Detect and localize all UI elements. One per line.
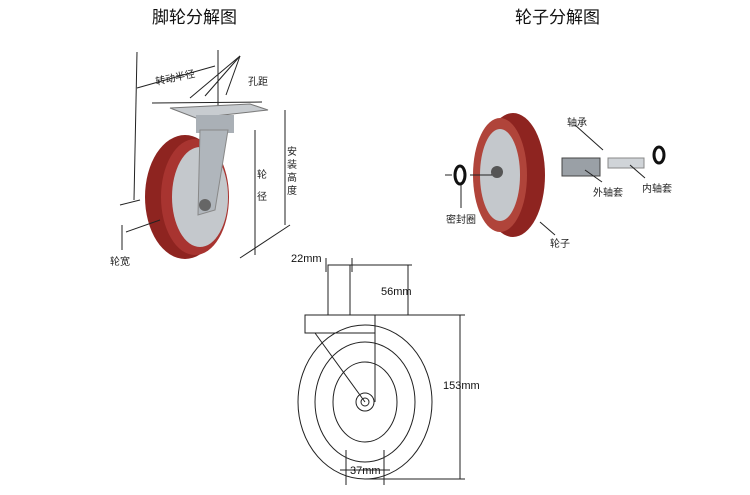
inner-sleeve-label: 内轴套: [642, 184, 672, 195]
wheel-title: 轮子分解图: [515, 8, 600, 28]
stem-length-dimension: 56mm: [381, 286, 412, 298]
wheel-exploded-illustration: [445, 113, 666, 237]
mount-height-label: 安装高度: [287, 147, 297, 197]
stem-diameter-dimension: 22mm: [291, 253, 322, 265]
caster-title: 脚轮分解图: [152, 8, 237, 28]
hole-spacing-label: 孔距: [248, 77, 268, 88]
technical-drawing: [297, 258, 465, 485]
bearing-label: 轴承: [567, 118, 587, 129]
width-dimension: 37mm: [350, 465, 381, 477]
seal-ring-label: 密封圈: [446, 215, 476, 226]
wheel-width-label: 轮宽: [110, 257, 130, 268]
caster-illustration: [119, 50, 291, 259]
wheel-label: 轮子: [550, 239, 570, 250]
wheel-diameter-label: 轮径: [257, 170, 267, 203]
height-dimension: 153mm: [443, 380, 480, 392]
outer-sleeve-label: 外轴套: [593, 188, 623, 199]
